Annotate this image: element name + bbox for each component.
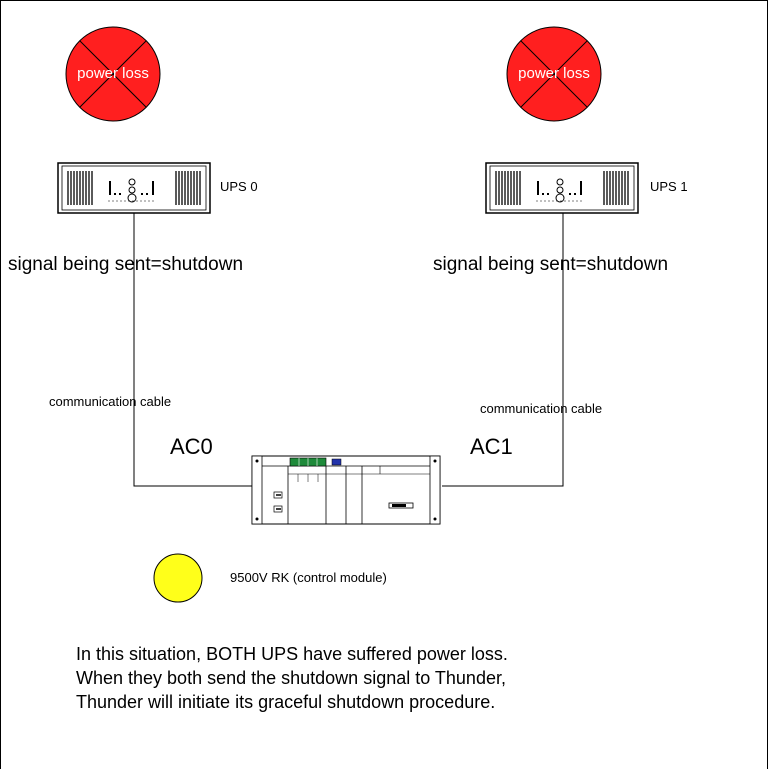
power-loss-alarm-1 — [506, 26, 602, 122]
control-module-legend-marker — [153, 553, 203, 603]
communication-cable-1 — [442, 213, 564, 487]
ups-0-name: UPS 0 — [220, 179, 258, 194]
communication-cable-0 — [133, 213, 252, 487]
ups-1-name: UPS 1 — [650, 179, 688, 194]
cable-label-1: communication cable — [480, 401, 603, 416]
signal-label-1: signal being sent=shutdown — [433, 254, 669, 275]
signal-label-0: signal being sent=shutdown — [8, 254, 244, 275]
caption-line: In this situation, BOTH UPS have suffere… — [76, 644, 508, 664]
caption-line: Thunder will initiate its graceful shutd… — [76, 692, 496, 712]
control-module-legend-label: 9500V RK (control module) — [230, 570, 387, 585]
situation-caption: In this situation, BOTH UPS have suffere… — [76, 642, 508, 714]
port-label-ac1: AC1 — [470, 434, 513, 459]
power-loss-label-1: power loss — [518, 65, 590, 82]
ups-0-device — [57, 162, 211, 214]
port-label-ac0: AC0 — [170, 434, 213, 459]
power-loss-label-0: power loss — [77, 65, 149, 82]
caption-line: When they both send the shutdown signal … — [76, 668, 506, 688]
controller-device — [251, 455, 441, 525]
power-loss-alarm-0 — [65, 26, 161, 122]
cable-label-0: communication cable — [49, 394, 172, 409]
ups-1-device — [485, 162, 639, 214]
